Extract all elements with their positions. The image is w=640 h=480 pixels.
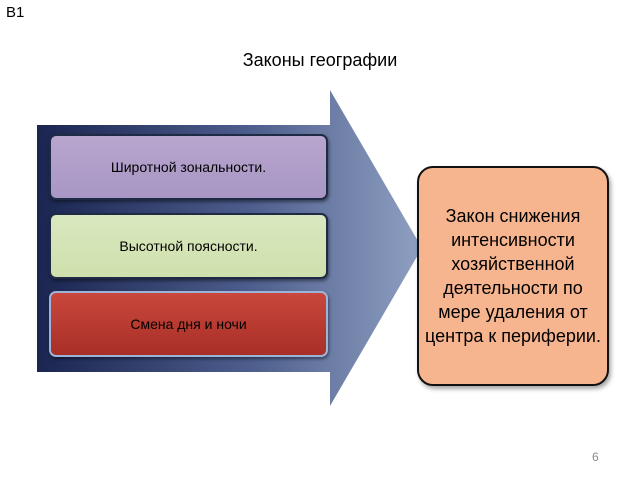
law-result-text: Закон снижения интенсивности хозяйственн… [425,206,601,346]
law-item-label: Смена дня и ночи [130,316,247,332]
law-result-box: Закон снижения интенсивности хозяйственн… [417,166,609,386]
law-item-day-night: Смена дня и ночи [49,291,328,357]
slide-title: Законы географии [242,50,398,70]
slide-label: B1 [6,4,25,21]
law-item-label: Высотной поясности. [119,238,258,254]
law-item-label: Широтной зональности. [110,159,267,175]
page-number: 6 [592,450,599,464]
law-item-latitudinal-zonality: Широтной зональности. [49,134,328,200]
law-item-altitudinal-zonality: Высотной поясности. [49,213,328,279]
